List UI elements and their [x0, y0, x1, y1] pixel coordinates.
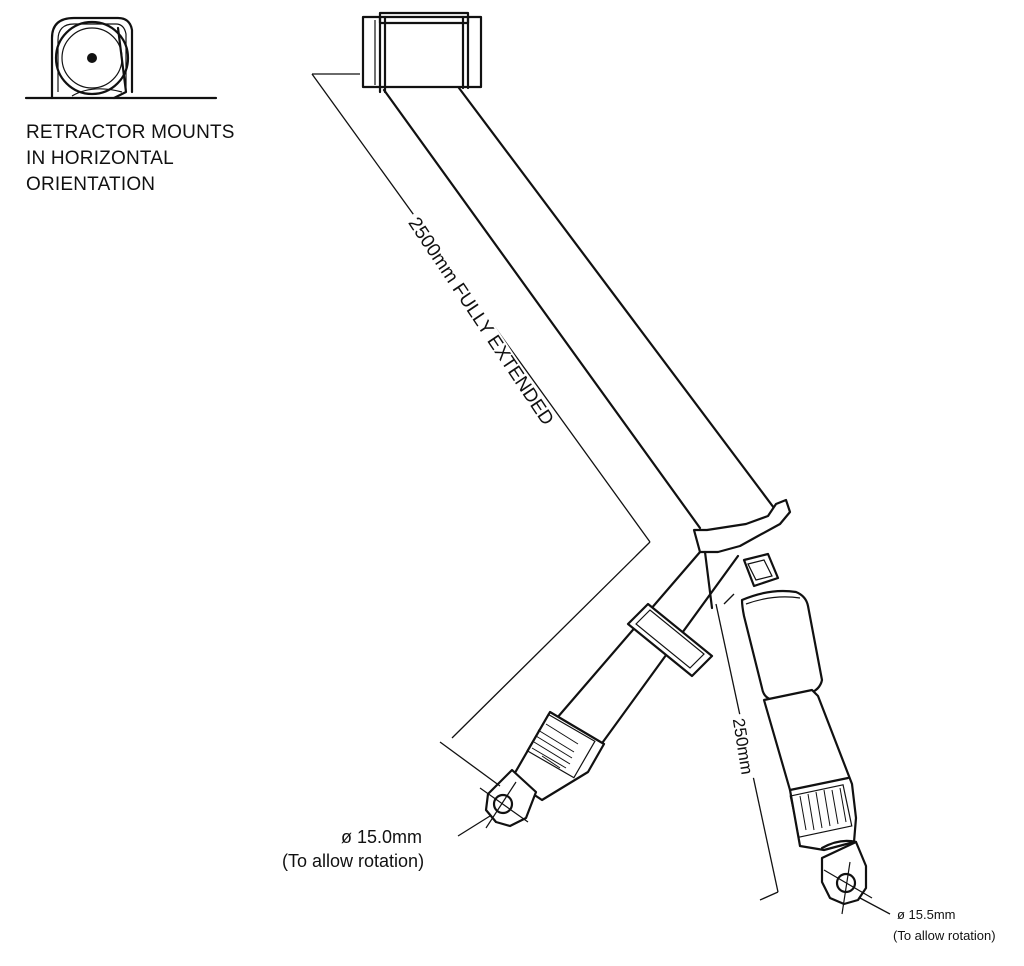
leader-lines — [457, 815, 891, 915]
dimension-belt-length — [311, 73, 651, 787]
latch-plate — [692, 498, 792, 588]
upper-webbing — [382, 86, 776, 530]
right-anchor-note: (To allow rotation) — [893, 928, 996, 943]
left-anchor-hole-label: ø 15.0mm — [341, 827, 423, 847]
retractor — [361, 11, 483, 94]
retractor-orientation-note: RETRACTOR MOUNTS IN HORIZONTAL ORIENTATI… — [26, 122, 235, 195]
left-anchor-end — [479, 710, 606, 829]
right-anchor-hole-label: ø 15.5mm — [897, 907, 956, 922]
adjuster-slide — [626, 602, 714, 678]
buckle-assembly — [740, 589, 873, 915]
retractor-side-view — [24, 16, 218, 100]
lap-webbing — [536, 550, 740, 748]
left-anchor-note: (To allow rotation) — [282, 851, 425, 871]
